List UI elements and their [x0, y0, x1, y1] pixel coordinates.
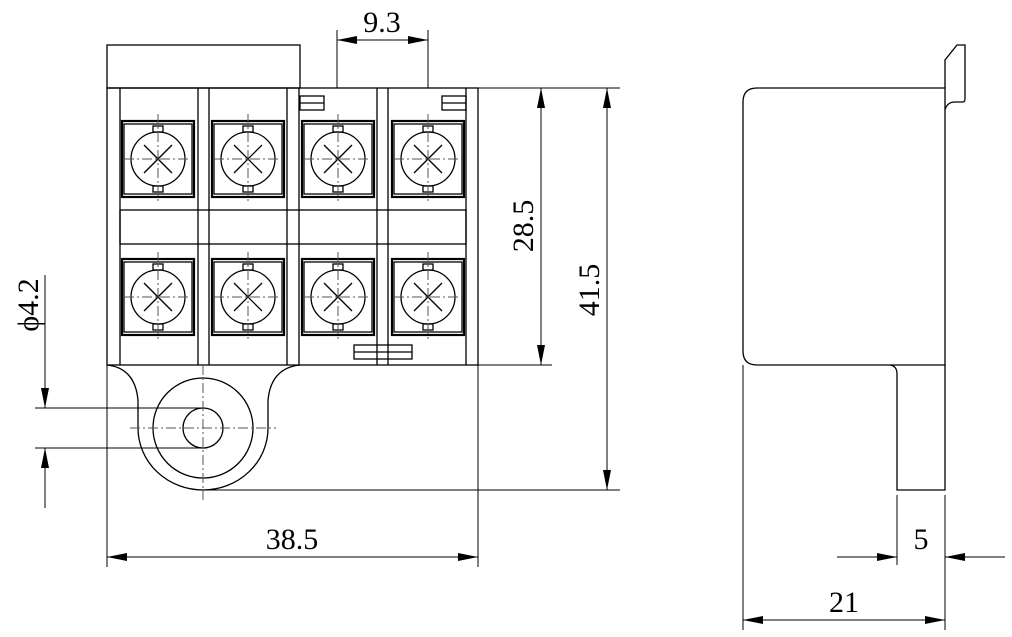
dim-total-height: 41.5	[203, 88, 620, 491]
terminal-screw	[210, 252, 286, 342]
dim-hole-diameter: ϕ4.2	[12, 275, 203, 508]
dim-depth-label: 21	[829, 586, 859, 619]
terminal-screw	[300, 252, 376, 342]
dim-pitch-label: 9.3	[363, 6, 401, 39]
body-outline	[106, 87, 479, 366]
terminals	[120, 114, 466, 342]
front-view	[106, 44, 479, 500]
dim-tab-thickness: 5	[837, 495, 1005, 565]
side-view	[742, 44, 966, 491]
terminal-screw	[390, 114, 466, 204]
dim-total-width-label: 38.5	[266, 523, 319, 556]
terminal-screw	[120, 114, 196, 204]
terminal-screw	[300, 114, 376, 204]
terminal-screw	[120, 252, 196, 342]
dim-tab-thickness-label: 5	[914, 523, 929, 556]
cover-block	[106, 44, 301, 89]
dim-terminal-height: 28.5	[478, 87, 620, 366]
dim-total-height-label: 41.5	[573, 264, 606, 317]
center-bar	[119, 209, 467, 245]
dim-hole-diameter-label: ϕ4.2	[12, 278, 45, 331]
dim-terminal-height-label: 28.5	[507, 200, 540, 253]
dim-pitch: 9.3	[336, 6, 429, 88]
side-flange	[944, 44, 966, 111]
column-dividers	[119, 88, 467, 365]
dim-total-width: 38.5	[106, 365, 479, 567]
terminal-screw	[390, 252, 466, 342]
terminal-screw	[210, 114, 286, 204]
dim-depth: 21	[742, 365, 946, 630]
side-tab	[889, 364, 946, 491]
